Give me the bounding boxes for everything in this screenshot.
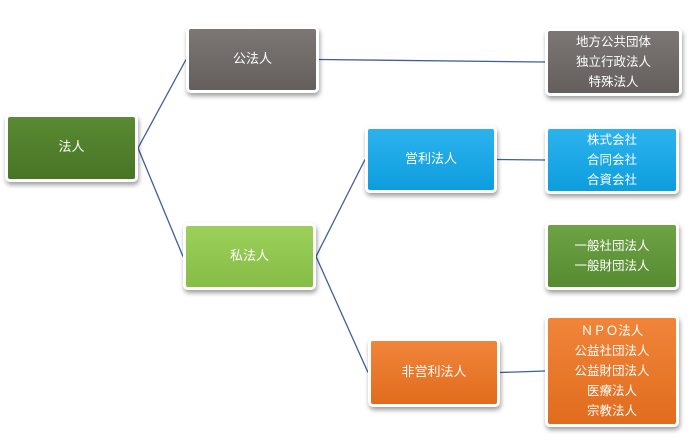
node-line: 地方公共団体 xyxy=(575,34,651,49)
node-line: ＮＰＯ法人 xyxy=(580,323,644,338)
node-general-corporations: 一般社団法人 一般財団法人 xyxy=(545,222,679,290)
node-line: 宗教法人 xyxy=(586,403,637,418)
node-line: 一般社団法人 xyxy=(574,238,650,253)
node-line: 一般財団法人 xyxy=(574,258,650,273)
edge-root-private xyxy=(137,147,184,257)
node-line: 特殊法人 xyxy=(588,74,639,89)
node-public-entities: 地方公共団体 独立行政法人 特殊法人 xyxy=(545,28,682,96)
node-non-profit-entities: ＮＰＯ法人 公益社団法人 公益財団法人 医療法人 宗教法人 xyxy=(545,315,679,427)
node-corporation: 法人 xyxy=(5,114,138,182)
node-line: 合資会社 xyxy=(586,172,637,187)
edge-root-public xyxy=(137,59,187,149)
edge-forprofit-company xyxy=(496,158,546,161)
node-line: 合同会社 xyxy=(586,152,637,167)
node-for-profit-corporation: 営利法人 xyxy=(365,126,497,193)
node-companies: 株式会社 合同会社 合資会社 xyxy=(545,126,679,194)
node-label: 非営利法人 xyxy=(401,364,467,380)
node-line: 公益財団法人 xyxy=(574,363,650,378)
node-label: 公法人 xyxy=(232,51,272,67)
node-public-corporation: 公法人 xyxy=(186,26,319,93)
node-line: 株式会社 xyxy=(586,132,637,147)
node-label: 法人 xyxy=(58,140,85,155)
node-non-profit-corporation: 非営利法人 xyxy=(368,338,500,407)
node-label: 私法人 xyxy=(229,248,269,264)
edge-private-nonprofit xyxy=(315,256,369,373)
node-private-corporation: 私法人 xyxy=(183,223,316,290)
node-line: 公益社団法人 xyxy=(574,343,650,358)
node-label: 営利法人 xyxy=(404,151,457,167)
edge-nonprofit-npo xyxy=(499,370,546,374)
edge-public-local xyxy=(318,58,546,63)
edge-private-forprofit xyxy=(315,159,366,257)
node-line: 医療法人 xyxy=(586,383,637,398)
node-line: 独立行政法人 xyxy=(575,54,651,69)
